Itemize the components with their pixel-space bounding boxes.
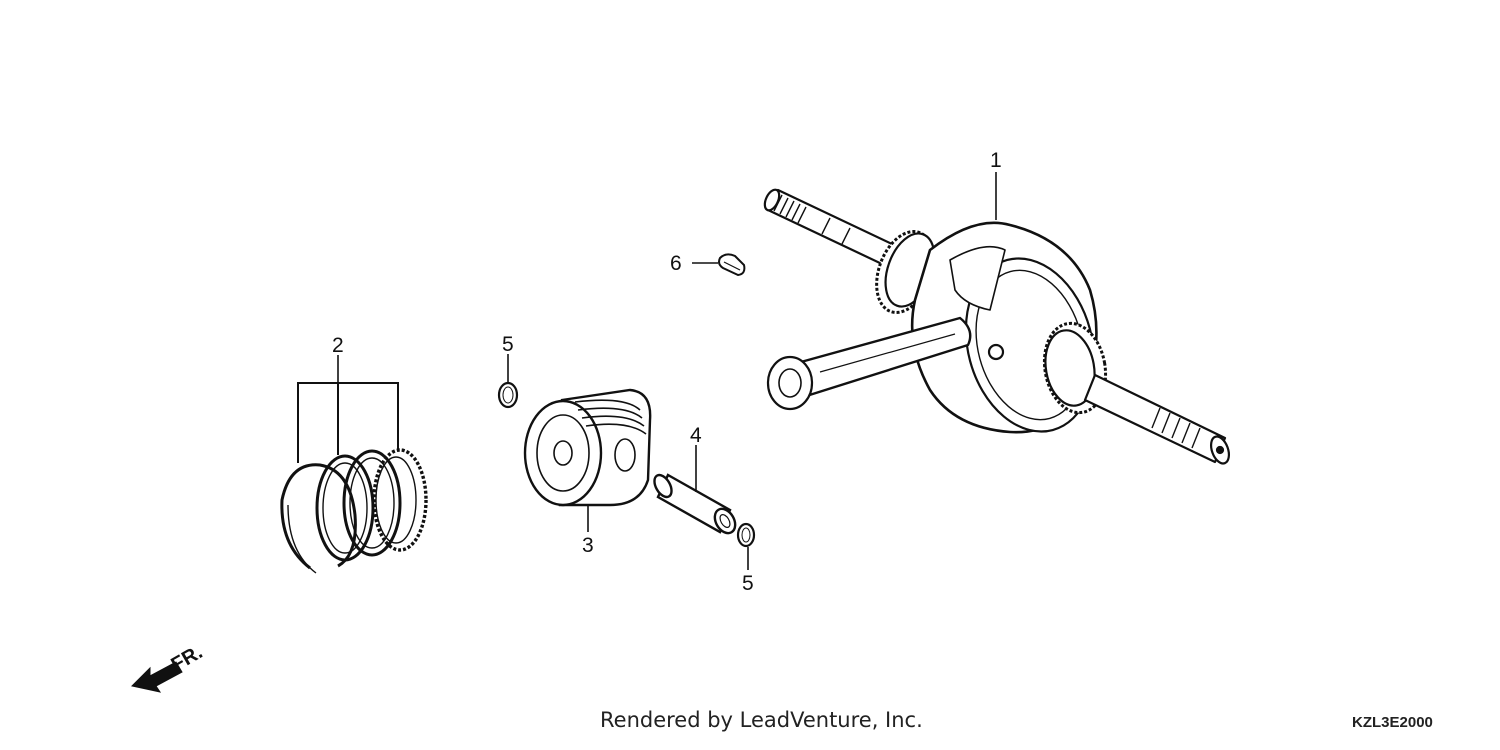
piston-pin[interactable] bbox=[651, 472, 739, 537]
front-direction-arrow-icon bbox=[130, 661, 183, 693]
piston-pin-clip-top[interactable] bbox=[499, 383, 517, 407]
diagram-code: KZL3E2000 bbox=[1352, 714, 1433, 731]
callout-2: 2 bbox=[332, 334, 344, 357]
callout-3: 3 bbox=[582, 534, 594, 557]
leader-lines bbox=[337, 172, 997, 570]
woodruff-key[interactable] bbox=[719, 254, 744, 275]
callout-4: 4 bbox=[690, 424, 702, 447]
callout-6: 6 bbox=[670, 252, 682, 275]
crankshaft-assembly[interactable] bbox=[762, 187, 1232, 465]
piston-pin-clip-bottom[interactable] bbox=[738, 524, 754, 546]
callout-1: 1 bbox=[990, 149, 1002, 172]
callout-5-bottom: 5 bbox=[742, 572, 754, 595]
render-credit: Rendered by LeadVenture, Inc. bbox=[600, 708, 923, 732]
piston-ring-set[interactable] bbox=[282, 382, 426, 573]
callout-5-top: 5 bbox=[502, 333, 514, 356]
piston[interactable] bbox=[525, 390, 650, 505]
